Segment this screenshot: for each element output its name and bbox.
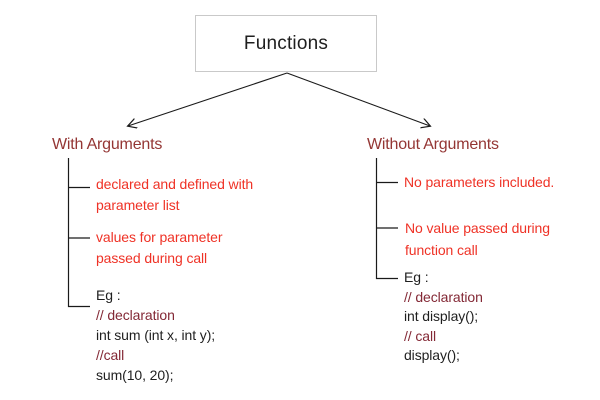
left-tree-rail — [67, 158, 90, 308]
right-item-1-line-1: No parameters included. — [404, 174, 555, 190]
left-item-2-line-2: passed during call — [96, 250, 208, 266]
right-example-label: Eg : — [404, 269, 429, 285]
left-code-call: sum(10, 20); — [96, 367, 174, 383]
left-code-comment-declaration: // declaration — [96, 307, 175, 323]
root-title: Functions — [243, 32, 329, 54]
left-code-comment-call: //call — [96, 347, 125, 363]
heading-with-arguments: With Arguments — [52, 136, 163, 153]
right-item-1: No parameters included. — [404, 171, 554, 193]
right-item-2-line-2: function call — [405, 242, 478, 258]
right-item-2-line-1: No value passed during — [405, 220, 550, 236]
root-node-functions: Functions — [195, 15, 377, 72]
right-tree-rail — [375, 158, 398, 280]
right-code-comment-declaration: // declaration — [404, 288, 483, 305]
right-code-declaration: int display(); — [404, 308, 479, 324]
heading-without-arguments: Without Arguments — [367, 136, 499, 153]
left-item-2-line-1: values for parameter — [96, 229, 223, 245]
right-item-2: No value passed during function call — [405, 217, 550, 261]
left-item-1-line-2: parameter list — [96, 197, 180, 213]
right-code-comment-call: // call — [404, 327, 436, 344]
left-example-label: Eg : — [96, 287, 121, 303]
right-example-block: Eg : // declaration int display(); // ca… — [404, 268, 483, 366]
left-item-2: values for parameter passed during call — [96, 227, 223, 269]
left-item-1-line-1: declared and defined with — [96, 176, 254, 192]
right-code-call: display(); — [404, 347, 460, 363]
left-code-declaration: int sum (int x, int y); — [96, 327, 216, 343]
arrow-to-without-arguments — [286, 72, 430, 126]
left-example-block: Eg : // declaration int sum (int x, int … — [96, 285, 215, 385]
arrow-to-with-arguments — [128, 72, 288, 126]
left-item-1: declared and defined with parameter list — [96, 174, 253, 216]
